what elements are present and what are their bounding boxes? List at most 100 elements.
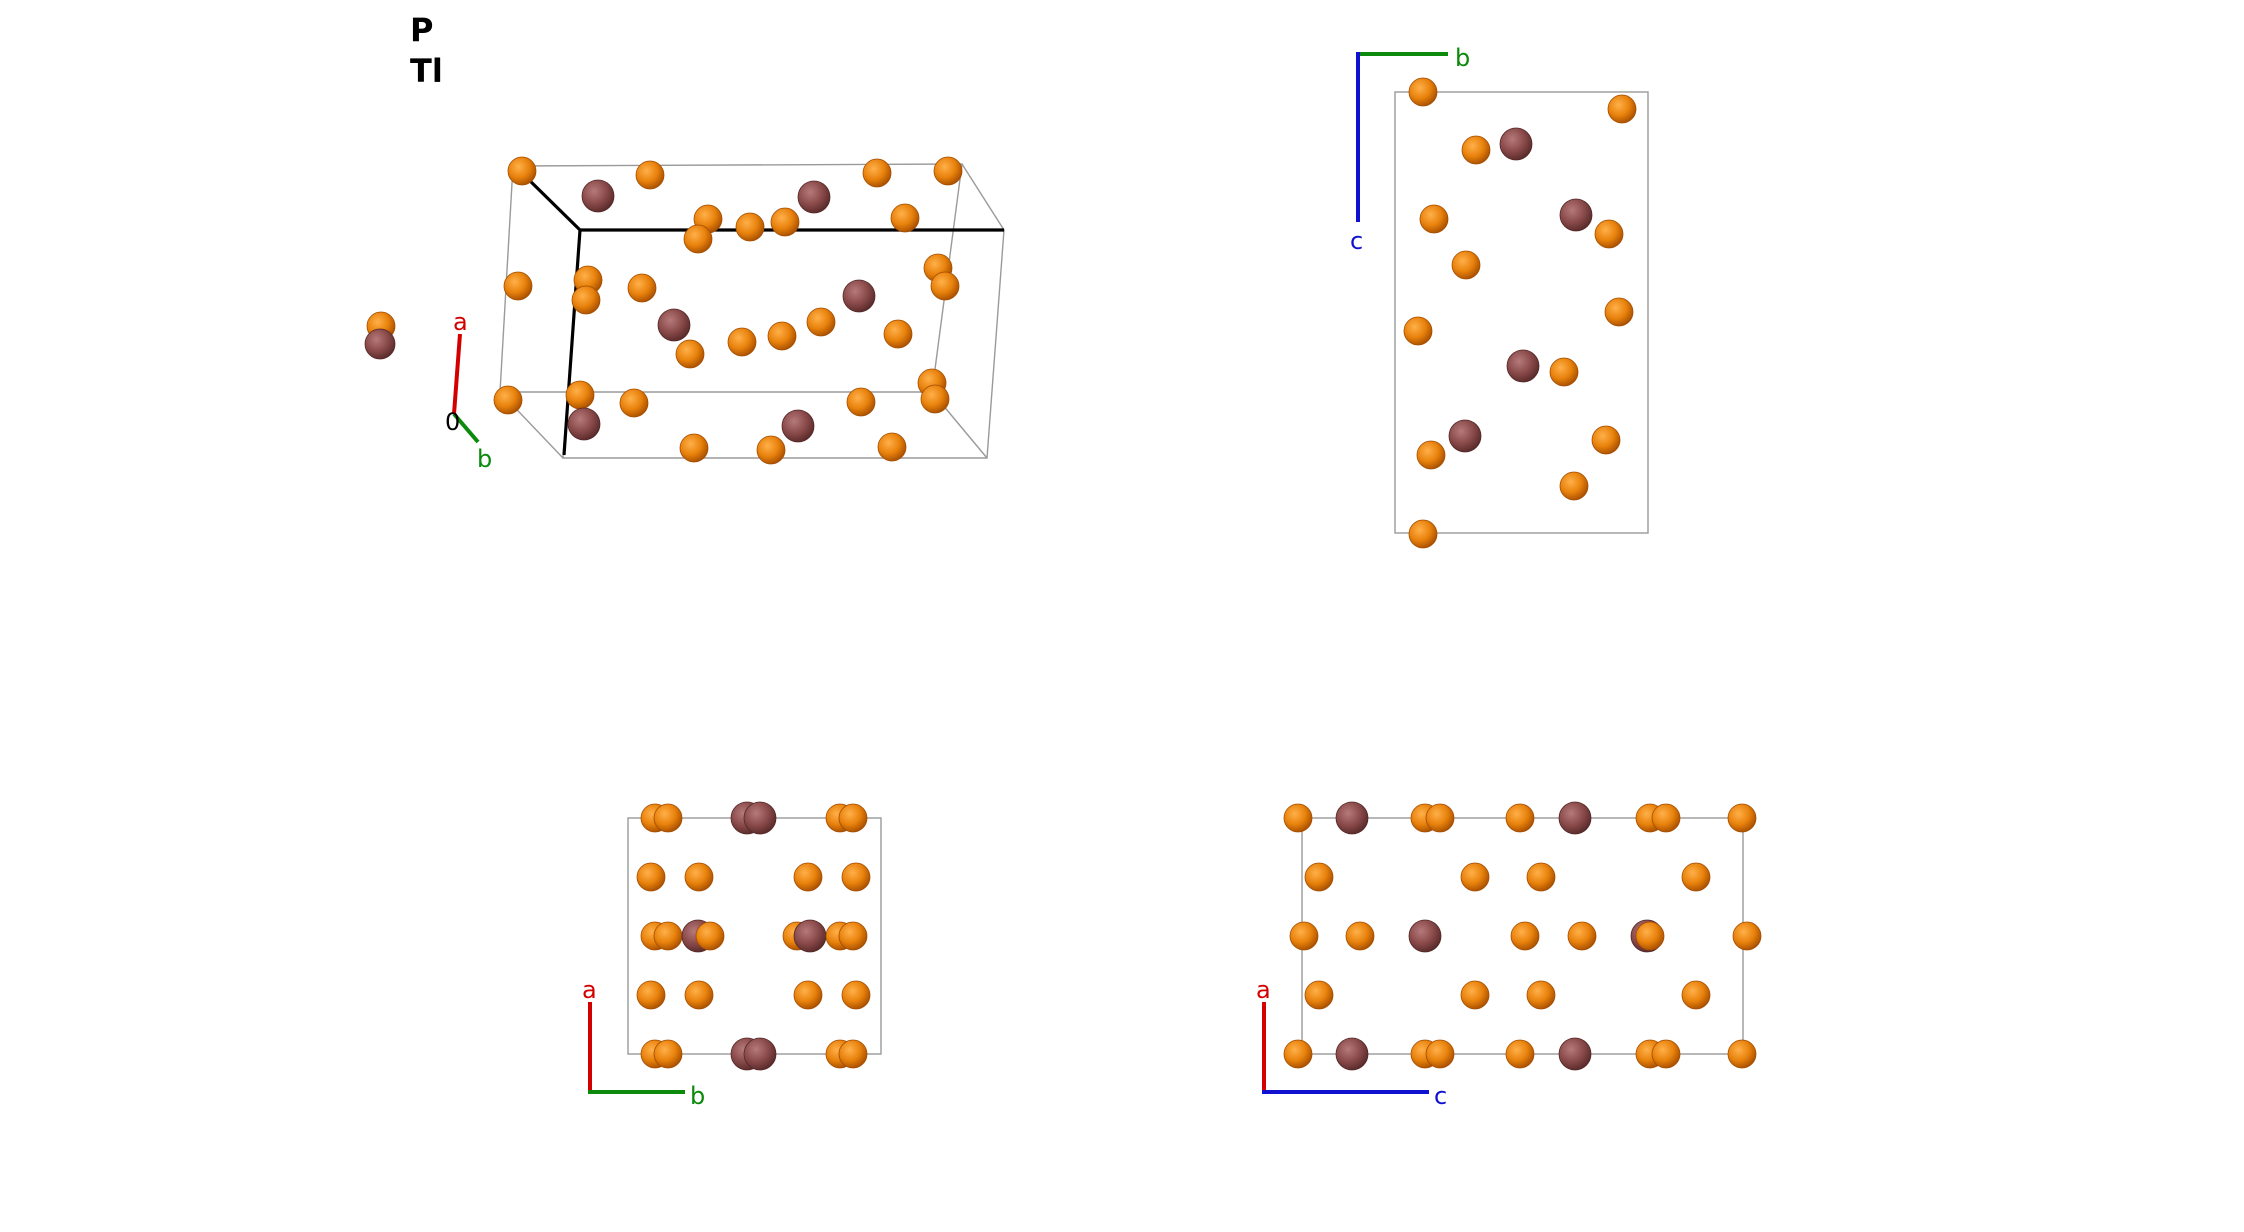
phosphorus-atom (1505, 1039, 1535, 1069)
atoms-perspective (364, 156, 963, 465)
phosphorus-atom (636, 980, 666, 1010)
phosphorus-atom (920, 384, 950, 414)
phosphorus-atom (1460, 980, 1490, 1010)
cell-edge (961, 163, 1005, 231)
phosphorus-atom (1425, 803, 1455, 833)
thallium-atom (657, 308, 691, 342)
thallium-atom (364, 328, 396, 360)
phosphorus-atom (767, 321, 797, 351)
phosphorus-atom (635, 160, 665, 190)
phosphorus-atom (1681, 862, 1711, 892)
phosphorus-atom (793, 862, 823, 892)
thallium-atom (1558, 1037, 1592, 1071)
thallium-atom (743, 801, 777, 835)
phosphorus-atom (756, 435, 786, 465)
phosphorus-atom (653, 803, 683, 833)
phosphorus-atom (627, 273, 657, 303)
atoms-view-along-b (1283, 801, 1762, 1071)
phosphorus-atom (675, 339, 705, 369)
axis-b-label: b (477, 445, 492, 473)
phosphorus-atom (683, 224, 713, 254)
phosphorus-atom (806, 307, 836, 337)
phosphorus-atom (1460, 862, 1490, 892)
thallium-atom (781, 409, 815, 443)
thallium-atom (1559, 198, 1593, 232)
axis-triad-view-along-b: a c (1256, 976, 1447, 1110)
phosphorus-atom (1304, 980, 1334, 1010)
phosphorus-atom (1526, 862, 1556, 892)
axis-a-label: a (453, 308, 468, 336)
phosphorus-atom (695, 921, 725, 951)
phosphorus-atom (1651, 803, 1681, 833)
thallium-atom (842, 279, 876, 313)
phosphorus-atom (1510, 921, 1540, 951)
thallium-atom (1335, 1037, 1369, 1071)
phosphorus-atom (793, 980, 823, 1010)
unit-cell-outline (1394, 91, 1649, 534)
axis-a-label: a (1256, 976, 1271, 1004)
thallium-atom (1448, 419, 1482, 453)
phosphorus-atom (684, 862, 714, 892)
phosphorus-atom (1345, 921, 1375, 951)
thallium-atom (1558, 801, 1592, 835)
perspective-view: a b 0 (364, 156, 1005, 473)
thallium-atom (1408, 919, 1442, 953)
atoms-view-along-a (1403, 77, 1637, 549)
phosphorus-atom (846, 387, 876, 417)
phosphorus-atom (883, 319, 913, 349)
axis-b-label: b (1455, 44, 1470, 72)
legend: P Tl (410, 11, 443, 90)
phosphorus-atom (1594, 219, 1624, 249)
phosphorus-atom (841, 862, 871, 892)
cell-edge-bold (522, 173, 582, 232)
thallium-atom (797, 180, 831, 214)
cell-back-face (499, 163, 963, 393)
phosphorus-atom (653, 921, 683, 951)
cell-edge-bold (562, 229, 582, 456)
phosphorus-atom (930, 271, 960, 301)
thallium-atom (1506, 349, 1540, 383)
axis-c-label: c (1434, 1082, 1447, 1110)
phosphorus-atom (1408, 77, 1438, 107)
thallium-atom (1499, 127, 1533, 161)
axis-a-line (452, 333, 462, 415)
view-along-b: a c (1256, 801, 1762, 1110)
atoms-view-along-c (636, 801, 871, 1071)
axis-origin-label: 0 (445, 408, 460, 436)
phosphorus-atom (1289, 921, 1319, 951)
phosphorus-atom (735, 212, 765, 242)
phosphorus-atom (1283, 803, 1313, 833)
phosphorus-atom (933, 156, 963, 186)
phosphorus-atom (1451, 250, 1481, 280)
phosphorus-atom (1559, 471, 1589, 501)
thallium-atom (793, 919, 827, 953)
view-along-a: b c (1350, 44, 1649, 549)
phosphorus-atom (862, 158, 892, 188)
phosphorus-atom (565, 380, 595, 410)
thallium-atom (567, 407, 601, 441)
phosphorus-atom (679, 433, 709, 463)
phosphorus-atom (1591, 425, 1621, 455)
phosphorus-atom (1283, 1039, 1313, 1069)
phosphorus-atom (493, 385, 523, 415)
phosphorus-atom (1425, 1039, 1455, 1069)
phosphorus-atom (1526, 980, 1556, 1010)
phosphorus-atom (1727, 1039, 1757, 1069)
axis-triad-view-along-c: a b (582, 976, 705, 1110)
legend-label-p: P (410, 11, 433, 49)
phosphorus-atom (1505, 803, 1535, 833)
phosphorus-atom (838, 803, 868, 833)
phosphorus-atom (619, 388, 649, 418)
phosphorus-atom (1651, 1039, 1681, 1069)
phosphorus-atom (770, 207, 800, 237)
phosphorus-atom (1304, 862, 1334, 892)
phosphorus-atom (503, 271, 533, 301)
phosphorus-atom (1419, 204, 1449, 234)
legend-label-tl: Tl (410, 52, 443, 90)
phosphorus-atom (1567, 921, 1597, 951)
view-along-c: a b (582, 801, 882, 1110)
phosphorus-atom (1416, 440, 1446, 470)
axis-a-label: a (582, 976, 597, 1004)
phosphorus-atom (727, 327, 757, 357)
